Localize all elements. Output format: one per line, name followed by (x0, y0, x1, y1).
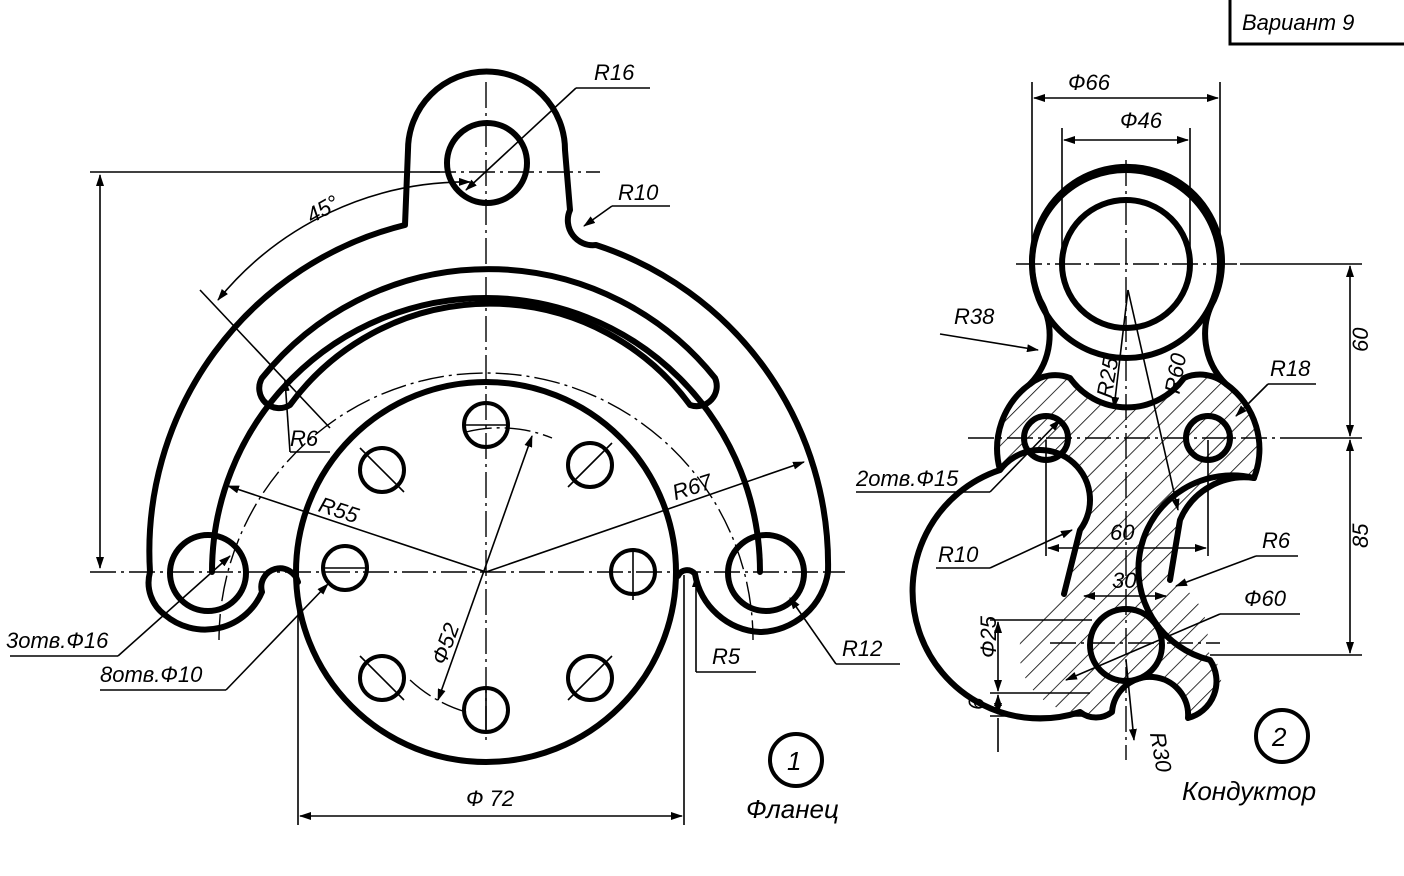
flange-dim-d52: Ф52 (426, 620, 464, 668)
small-holes (321, 401, 657, 734)
bolt-circle-r67 (218, 372, 754, 641)
flange-dim-d72: Ф 72 (466, 786, 514, 811)
jig-dim-d46: Ф46 (1120, 108, 1163, 133)
flange-dimensions (10, 87, 900, 825)
jig-dim-d60: Ф60 (1244, 586, 1287, 611)
jig-number-circle (1254, 708, 1310, 764)
flange-outer-contour (145, 68, 832, 635)
jig-top-boss (1029, 167, 1223, 361)
jig-part: Ф66 Ф46 R38 R25 R60 R18 60 2отв.Ф15 R10 … (855, 70, 1373, 806)
jig-dim-h30: 30 (1112, 568, 1137, 593)
flange-part: R16 R10 45° R6 R55 R67 Ф52 Ф 72 R5 R12 3… (6, 60, 900, 825)
jig-dim-r25: R25 (1092, 355, 1124, 400)
flange-number: 1 (787, 746, 801, 776)
center-disc (293, 379, 679, 765)
flange-holes-10: 8отв.Ф10 (100, 662, 203, 687)
jig-bottom-hole (1087, 606, 1165, 684)
flange-holes-16: 3отв.Ф16 (6, 628, 109, 653)
jig-number: 2 (1271, 722, 1287, 752)
jig-dim-v60: 60 (1348, 327, 1373, 352)
jig-dimensions (856, 82, 1362, 752)
flange-dim-r6: R6 (290, 426, 319, 451)
jig-title: Кондуктор (1182, 776, 1316, 806)
jig-section-boundary (997, 371, 1257, 597)
jig-dim-r10: R10 (938, 542, 979, 567)
hole-pitch-arc-bottom (409, 679, 467, 713)
jig-dim-r18: R18 (1270, 356, 1311, 381)
variant-stamp: Вариант 9 (1228, 0, 1404, 46)
flange-dim-r5: R5 (712, 644, 741, 669)
jig-dim-h60: 60 (1110, 520, 1135, 545)
flange-dim-r67: R67 (669, 469, 716, 505)
jig-holes-15: 2отв.Ф15 (855, 466, 959, 491)
left-lug-hole (167, 532, 249, 614)
arc-slot (256, 266, 720, 412)
jig-dim-v6: 6 (964, 697, 989, 710)
flange-dim-r55: R55 (316, 492, 363, 528)
right-lug-hole (725, 532, 807, 614)
jig-dim-r30: R30 (1145, 730, 1177, 775)
flange-dim-r16: R16 (594, 60, 635, 85)
left-lug-contour (162, 565, 301, 633)
inner-arch (209, 295, 763, 575)
flange-dim-r10: R10 (618, 180, 659, 205)
jig-dim-d66: Ф66 (1068, 70, 1111, 95)
jig-dim-d25: Ф25 (976, 615, 1001, 658)
flange-dim-angle: 45° (302, 190, 343, 228)
flange-dim-r12: R12 (842, 636, 882, 661)
jig-dim-v85: 85 (1348, 523, 1373, 548)
flange-title: Фланец (746, 794, 839, 824)
jig-dim-r6: R6 (1262, 528, 1291, 553)
jig-top-hole (1059, 197, 1193, 331)
variant-label: Вариант 9 (1242, 10, 1354, 35)
jig-dim-r38: R38 (954, 304, 995, 329)
top-lug-hole (444, 120, 530, 206)
flange-number-circle (768, 732, 824, 788)
